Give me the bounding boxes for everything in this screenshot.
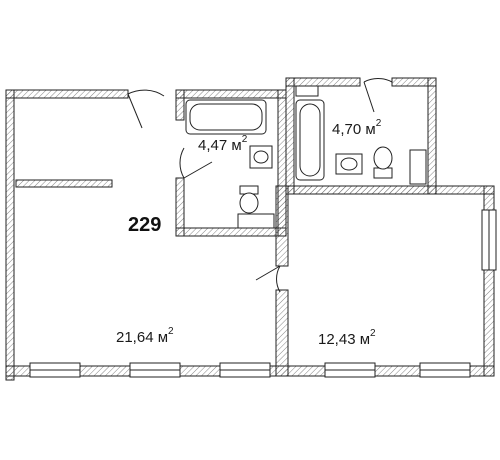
bath2-fixtures xyxy=(295,85,427,185)
bath1-fixtures xyxy=(185,99,275,229)
apartment-number: 229 xyxy=(128,214,162,236)
windows xyxy=(29,209,497,378)
washer-1 xyxy=(237,213,275,229)
room-area-bedroom: 12,43 м2 xyxy=(318,328,376,348)
washer-2 xyxy=(409,149,427,185)
room-area-bath1: 4,47 м2 xyxy=(198,134,248,154)
doors xyxy=(127,78,393,293)
room-area-bath2: 4,70 м2 xyxy=(332,118,382,138)
room-area-living: 21,64 м2 xyxy=(116,326,174,346)
